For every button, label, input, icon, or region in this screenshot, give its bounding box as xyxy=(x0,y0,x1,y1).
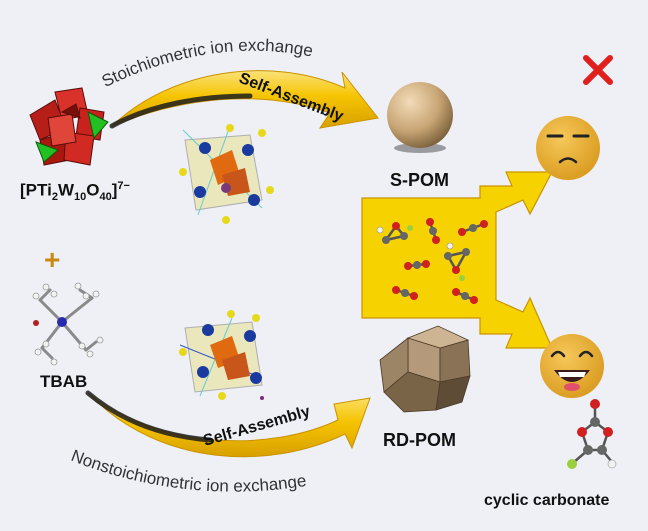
cross-mark-icon xyxy=(583,55,613,85)
formula-sub-w: 10 xyxy=(73,191,87,204)
top-self-assembly-arrow: Self-Assembly xyxy=(109,70,379,129)
bottom-self-assembly-arrow: Self-Assembly xyxy=(85,390,371,458)
rd-pom-rhombic-dodecahedron-icon xyxy=(379,325,471,413)
tbab-label: TBAB xyxy=(40,372,88,391)
s-pom-label: S-POM xyxy=(390,170,450,190)
top-crystal-structure-icon xyxy=(179,124,274,224)
plus-sign: + xyxy=(44,244,61,275)
co2-and-epoxide-molecules xyxy=(376,218,488,304)
s-pom-sphere-icon xyxy=(387,82,453,153)
cyclic-carbonate-molecule-icon xyxy=(567,399,617,469)
tbab-molecule-icon xyxy=(32,282,104,366)
formula-tungsten: W xyxy=(57,180,74,200)
unhappy-face-icon xyxy=(536,116,600,180)
formula-charge: 7− xyxy=(117,180,130,192)
rd-pom-label: RD-POM xyxy=(383,430,456,450)
bottom-crystal-structure-icon xyxy=(179,310,264,400)
polyoxometalate-anion-icon xyxy=(29,87,109,166)
formula-sub-ti: 2 xyxy=(51,191,58,204)
cyclic-carbonate-label: cyclic carbonate xyxy=(484,492,610,509)
reaction-branch-arrow xyxy=(361,171,553,349)
formula-oxygen: O xyxy=(86,180,100,200)
formula-prefix: [PTi xyxy=(20,180,52,200)
formula-sub-o: 40 xyxy=(99,191,112,204)
anion-formula-label: [PTi2W10O40]7− xyxy=(20,180,130,203)
formula-close-bracket: ] xyxy=(111,180,118,200)
happy-face-icon xyxy=(540,334,604,398)
